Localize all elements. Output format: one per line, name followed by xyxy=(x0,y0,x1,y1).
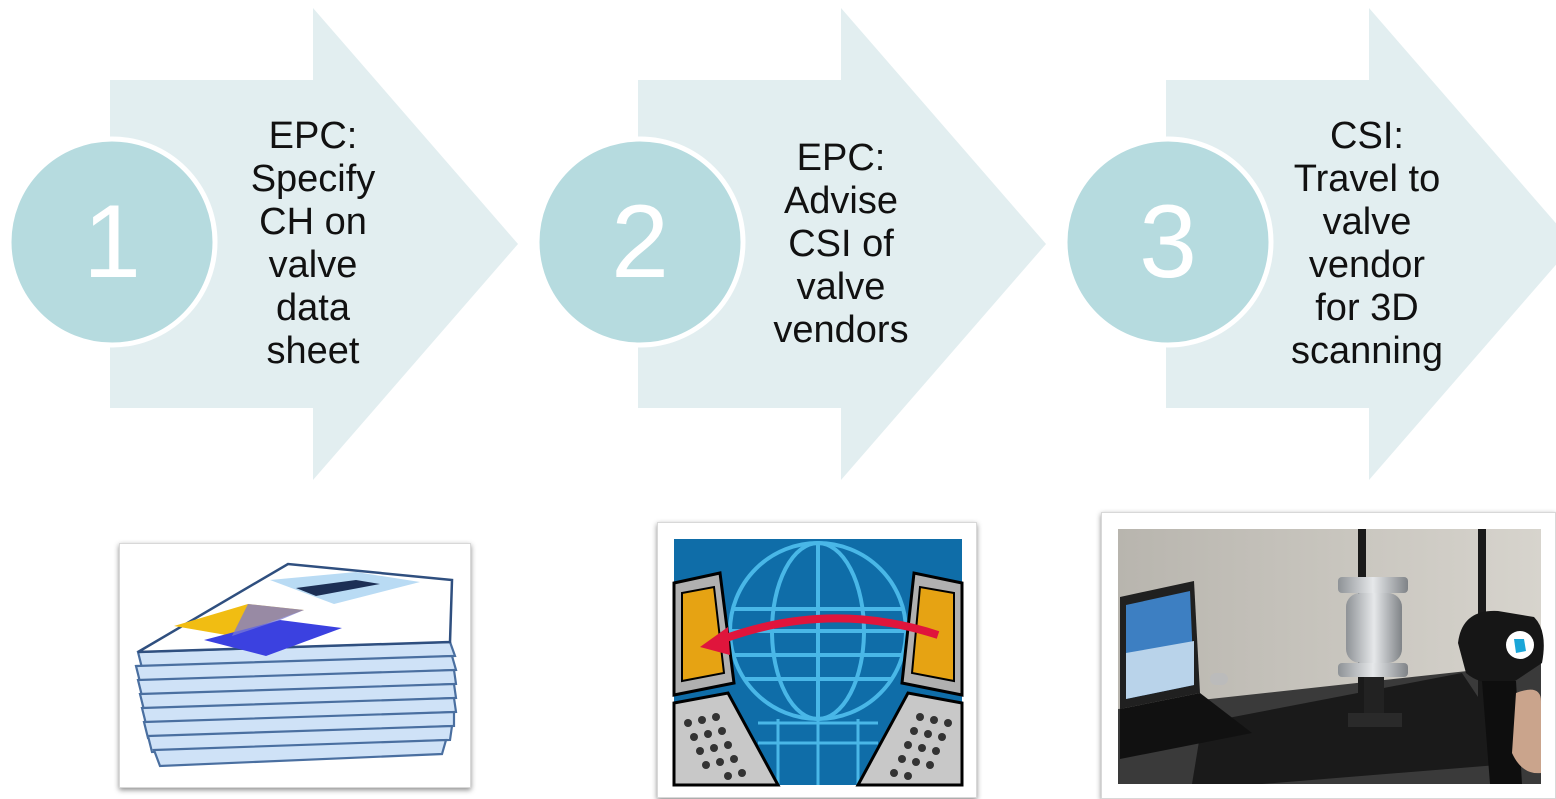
step-2-description: EPC: Advise CSI of valve vendors xyxy=(756,120,926,368)
document-stack-image xyxy=(119,543,471,788)
step-2-arrow-shape xyxy=(536,8,1046,480)
valve-scanning-photo xyxy=(1101,512,1556,799)
network-computers-image xyxy=(657,522,977,798)
step-1-label: EPC: Specify CH on valve data sheet xyxy=(250,115,376,372)
step-2-number: 2 xyxy=(611,184,669,300)
step-1-arrow-shape xyxy=(8,8,518,480)
process-step-3: 3 CSI: Travel to valve vendor for 3D sca… xyxy=(1064,0,1556,490)
process-step-2: 2 EPC: Advise CSI of valve vendors xyxy=(536,0,1076,490)
step-3-number: 3 xyxy=(1139,184,1197,300)
step-3-arrow-shape xyxy=(1064,8,1556,480)
step-1-description: EPC: Specify CH on valve data sheet xyxy=(228,115,398,372)
step-3-label: CSI: Travel to valve vendor for 3D scann… xyxy=(1290,115,1444,372)
step-3-description: CSI: Travel to valve vendor for 3D scann… xyxy=(1282,115,1452,372)
step-2-label: EPC: Advise CSI of valve vendors xyxy=(773,136,909,351)
step-1-number: 1 xyxy=(83,184,141,300)
process-step-1: 1 EPC: Specify CH on valve data sheet xyxy=(8,0,548,490)
